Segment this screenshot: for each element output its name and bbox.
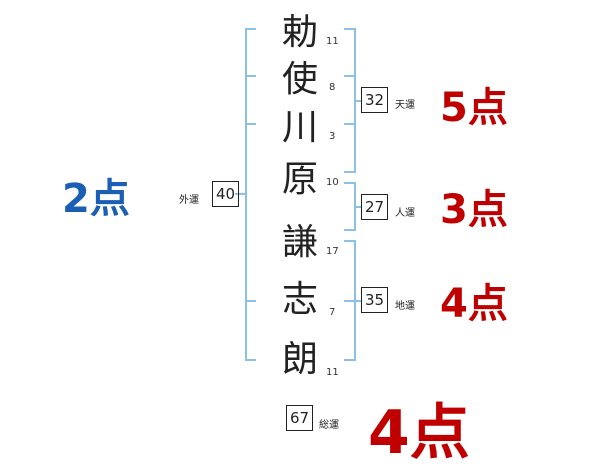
bracket-connector xyxy=(355,300,361,302)
bracket-connector xyxy=(235,193,245,195)
stroke-count: 10 xyxy=(326,177,339,188)
bracket-tick xyxy=(344,229,355,231)
stroke-count: 11 xyxy=(326,36,339,47)
name-char: 使 xyxy=(281,59,318,100)
bracket-tick xyxy=(344,300,355,302)
bracket-tick xyxy=(344,171,355,173)
souun-value: 67 xyxy=(286,405,313,431)
name-char: 原 xyxy=(281,159,318,200)
tenun-value: 32 xyxy=(361,87,388,113)
tenun-label: 天運 xyxy=(395,100,415,111)
tenun-score: 5点 xyxy=(440,85,508,131)
name-char: 川 xyxy=(281,107,318,148)
souun-score: 4点 xyxy=(368,398,470,468)
chiun-label: 地運 xyxy=(395,301,415,312)
bracket-tick xyxy=(344,240,355,242)
bracket-tick xyxy=(344,75,355,77)
bracket-tick xyxy=(245,75,256,77)
bracket-tick xyxy=(344,182,355,184)
souun-label: 総運 xyxy=(319,420,339,431)
outer-bracket xyxy=(245,28,247,360)
stroke-count: 3 xyxy=(329,131,336,142)
bracket-tick xyxy=(344,123,355,125)
chiun-score: 4点 xyxy=(440,281,508,327)
bracket-tick xyxy=(245,123,256,125)
name-char: 勅 xyxy=(281,12,318,53)
name-char: 志 xyxy=(281,279,318,320)
jinun-score: 3点 xyxy=(440,187,508,233)
bracket-tick xyxy=(344,359,355,361)
bracket-tick xyxy=(245,359,256,361)
gaiun-value: 40 xyxy=(212,181,239,207)
stroke-count: 11 xyxy=(326,367,339,378)
jinun-label: 人運 xyxy=(395,208,415,219)
stroke-count: 8 xyxy=(329,82,336,93)
gaiun-label: 外運 xyxy=(179,195,199,206)
bracket-tick xyxy=(344,28,355,30)
gaiun-score: 2点 xyxy=(62,176,130,222)
stroke-count: 17 xyxy=(326,246,339,257)
bracket-tick xyxy=(245,300,256,302)
name-char: 朗 xyxy=(281,339,318,380)
bracket-connector xyxy=(355,206,361,208)
chiun-value: 35 xyxy=(361,287,388,313)
jinun-value: 27 xyxy=(361,194,388,220)
bracket-tick xyxy=(245,28,256,30)
stroke-count: 7 xyxy=(329,307,336,318)
name-char: 謙 xyxy=(281,222,318,263)
bracket-connector xyxy=(355,100,361,102)
